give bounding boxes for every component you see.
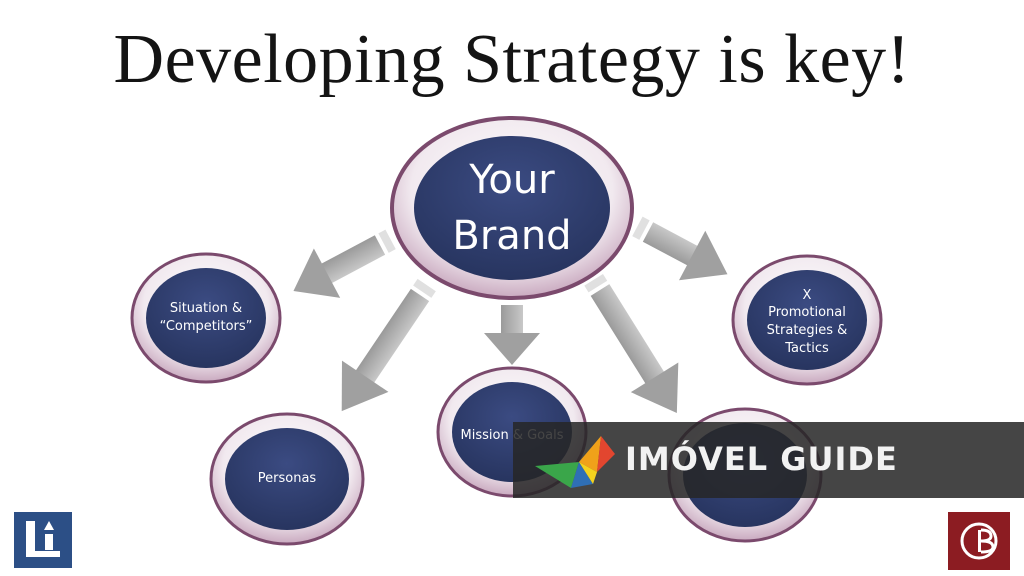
brand-label: Your Brand — [412, 143, 612, 273]
arrow-to-messaging — [584, 273, 679, 413]
promotional-label-line3: Strategies & — [766, 323, 848, 338]
promotional-label-line1: X — [802, 287, 812, 303]
slide-title: Developing Strategy is key! — [113, 21, 911, 98]
li-logo-icon — [14, 512, 72, 568]
situation-label: Situation & “Competitors” — [146, 288, 266, 348]
watermark-text: IMÓVEL GUIDE — [625, 440, 898, 478]
gb-logo-icon — [948, 512, 1010, 570]
arrow-to-situation — [293, 229, 396, 298]
watermark-banner: IMÓVEL GUIDE — [513, 422, 1024, 498]
situation-label-line2: “Competitors” — [159, 319, 253, 334]
arrow-to-promotional — [632, 216, 728, 281]
node-promotional — [731, 254, 883, 386]
situation-label-line1: Situation & — [169, 301, 243, 317]
node-your-brand — [390, 116, 634, 300]
brand-label-line1: Your — [469, 157, 555, 203]
node-situation — [130, 252, 282, 384]
personas-label: Personas — [257, 471, 317, 487]
promotional-label-line4: Tactics — [785, 340, 829, 356]
arrow-to-mission — [484, 305, 540, 365]
brand-label-line2: Brand — [452, 213, 572, 259]
arrow-to-personas — [341, 278, 436, 412]
promotional-label: X Promotional Strategies & Tactics — [742, 282, 872, 362]
promotional-label-line2: Promotional — [768, 305, 846, 321]
colorful-bird-icon — [535, 436, 615, 488]
node-personas — [209, 412, 365, 546]
